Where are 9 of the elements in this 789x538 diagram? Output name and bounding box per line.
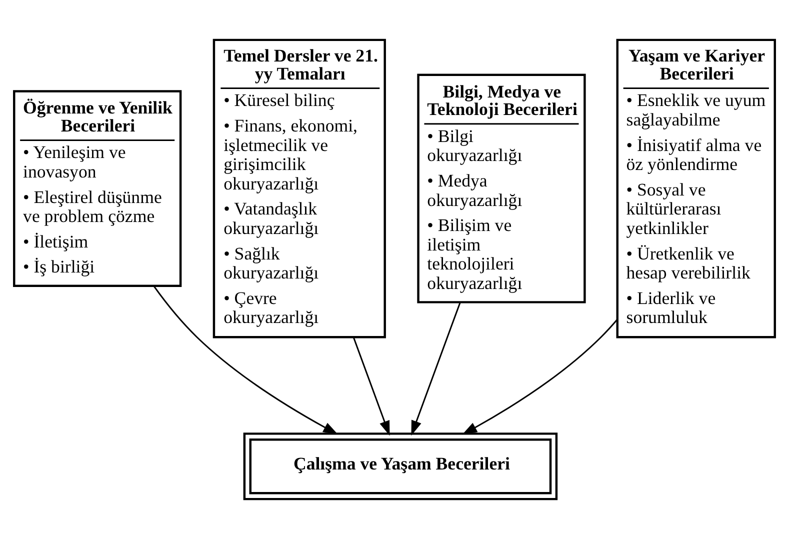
arrow xyxy=(462,318,618,434)
node-box: Öğrenme ve Yenilik Becerileri • Yenileşim ve inovasyon • Eleştirel düşünme ve problem çözme • İletişim • İş birliği xyxy=(13,90,182,286)
node-box: Yaşam ve Kariyer Becerileri • Esneklik ve uyum sağlayabilme • İnisiyatif alma ve öz yönlendirme • Sosyal ve kültürlerarası yetkinlikler • Üretkenlik ve hesap verebilirlik • Liderlik ve sorumluluk xyxy=(616,38,776,338)
node-box: Çalışma ve Yaşam Becerileri xyxy=(243,432,558,500)
node-box: Bilgi, Medya ve Teknoloji Becerileri • Bilgi okuryazarlığı • Medya okuryazarlığı • Bilişim ve iletişim teknolojileri okuryazarlığı xyxy=(417,73,586,303)
node-box: Temel Dersler ve 21. yy Temaları • Küresel bilinç • Finans, ekonomi, işletmecilik ve girişimcilik okuryazarlığı • Vatandaşlık okuryazarlığı • Sağlık okuryazarlığı • Çevre okuryazarlığı xyxy=(212,38,386,338)
arrow xyxy=(352,336,390,436)
arrow xyxy=(411,301,461,436)
arrow xyxy=(153,285,338,434)
